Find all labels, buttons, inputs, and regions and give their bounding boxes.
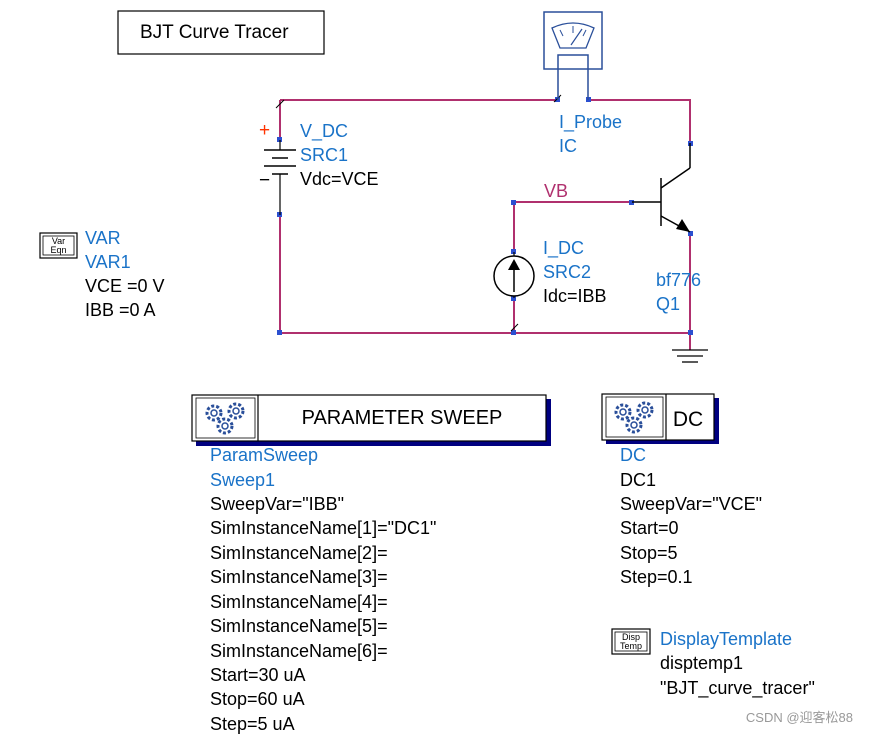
v-dc-name: SRC1	[300, 145, 348, 165]
param-sweep-line-8: SimInstanceName[6]=	[210, 641, 388, 661]
dc-line-3: Start=0	[620, 518, 679, 538]
display-template-line-1: disptemp1	[660, 653, 743, 673]
dc-header: DC	[673, 408, 703, 431]
var-line-1: VCE =0 V	[85, 276, 165, 296]
param-sweep-line-9: Start=30 uA	[210, 665, 306, 685]
bjt-model: bf776	[656, 270, 701, 290]
title-text: BJT Curve Tracer	[140, 22, 289, 43]
i-probe-type: I_Probe	[559, 112, 622, 133]
dc-type: DC	[620, 445, 646, 465]
i-dc-param: Idc=IBB	[543, 286, 607, 306]
i-dc-type: I_DC	[543, 238, 584, 259]
plus-sign: +	[259, 120, 270, 141]
i-probe-labels: I_Probe IC	[559, 112, 622, 156]
var-line-2: IBB =0 A	[85, 300, 156, 320]
i-dc-name: SRC2	[543, 262, 591, 282]
i-probe-name: IC	[559, 136, 577, 156]
i-dc-labels: I_DC SRC2 Idc=IBB	[543, 238, 607, 306]
param-sweep-line-3: SimInstanceName[1]="DC1"	[210, 518, 436, 538]
bjt-transistor[interactable]	[632, 143, 691, 233]
param-sweep-type: ParamSweep	[210, 445, 318, 465]
param-sweep-header: PARAMETER SWEEP	[302, 407, 503, 429]
var-labels: VAR VAR1 VCE =0 V IBB =0 A	[85, 228, 165, 320]
param-sweep-line-4: SimInstanceName[2]=	[210, 543, 388, 563]
display-template-block[interactable]: Disp Temp	[611, 628, 651, 655]
var-name: VAR1	[85, 252, 131, 272]
dc-line-5: Step=0.1	[620, 567, 693, 587]
dc-line-2: SweepVar="VCE"	[620, 494, 762, 514]
var-block[interactable]: Var Eqn	[39, 232, 78, 259]
v-dc-type: V_DC	[300, 121, 348, 142]
dc-block[interactable]: DC	[601, 393, 719, 444]
display-template-type: DisplayTemplate	[660, 629, 792, 649]
dc-labels: DC DC1 SweepVar="VCE" Start=0 Stop=5 Ste…	[620, 445, 762, 587]
var-icon-bottom: Eqn	[50, 245, 66, 255]
dc-line-4: Stop=5	[620, 543, 678, 563]
display-template-icon-bottom: Temp	[620, 641, 642, 651]
display-template-line-2: "BJT_curve_tracer"	[660, 678, 815, 699]
display-template-icon-top: Disp	[622, 632, 640, 642]
minus-sign: −	[259, 170, 270, 191]
v-dc-param: Vdc=VCE	[300, 169, 379, 189]
param-sweep-line-1: Sweep1	[210, 470, 275, 490]
v-dc-labels: V_DC SRC1 Vdc=VCE	[300, 121, 379, 189]
watermark: CSDN @迎客松88	[746, 710, 853, 725]
bjt-labels: bf776 Q1	[656, 270, 701, 314]
wire-left-down[interactable]	[279, 215, 690, 334]
param-sweep-line-7: SimInstanceName[5]=	[210, 616, 388, 636]
var-type: VAR	[85, 228, 121, 248]
param-sweep-labels: ParamSweep Sweep1 SweepVar="IBB" SimInst…	[210, 445, 436, 734]
i-dc-source[interactable]	[493, 252, 535, 298]
title-box: BJT Curve Tracer	[117, 10, 325, 55]
i-probe[interactable]	[543, 11, 603, 100]
ground-symbol	[672, 349, 708, 363]
param-sweep-line-2: SweepVar="IBB"	[210, 494, 344, 514]
param-sweep-line-5: SimInstanceName[3]=	[210, 567, 388, 587]
dc-line-1: DC1	[620, 470, 656, 490]
var-icon-top: Var	[52, 236, 65, 246]
param-sweep-line-6: SimInstanceName[4]=	[210, 592, 388, 612]
wire-top-right[interactable]	[588, 99, 691, 143]
display-template-labels: DisplayTemplate disptemp1 "BJT_curve_tra…	[660, 629, 815, 699]
bjt-name: Q1	[656, 294, 680, 314]
param-sweep-line-10: Stop=60 uA	[210, 689, 305, 709]
net-label-vb: VB	[544, 181, 568, 201]
v-dc-source[interactable]: + −	[259, 120, 296, 215]
param-sweep-block[interactable]: PARAMETER SWEEP	[191, 394, 551, 446]
param-sweep-line-11: Step=5 uA	[210, 714, 295, 734]
